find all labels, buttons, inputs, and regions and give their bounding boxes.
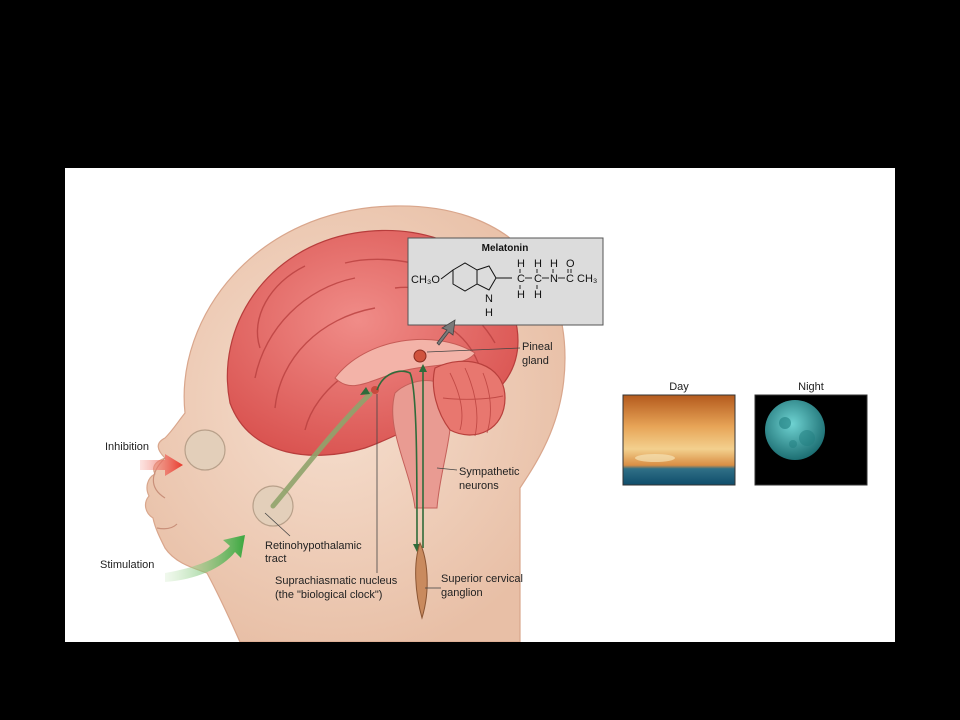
chain-n: N: [550, 273, 558, 285]
day-photo: Day: [622, 381, 736, 486]
methoxy-group: CH₃O: [411, 274, 440, 286]
neural-path-down: [376, 370, 418, 548]
label-scn-2: (the "biological clock"): [275, 589, 382, 601]
chain-h1-top: H: [517, 258, 525, 270]
brainstem: [392, 380, 452, 509]
retinohypothalamic-tract: [270, 391, 373, 509]
chain-methyl: CH₃: [577, 273, 597, 285]
eye-upper: [184, 429, 226, 471]
label-pineal-2: gland: [522, 355, 549, 367]
superior-cervical-ganglion: [415, 541, 428, 620]
stimulation-arrow: [165, 535, 245, 582]
leader-lines: [264, 347, 521, 589]
night-photo: Night: [754, 381, 868, 486]
chain-c2: C: [534, 273, 542, 285]
night-label: Night: [798, 381, 824, 393]
inhibition-arrow: [140, 454, 183, 476]
label-retino-1: Retinohypothalamic: [265, 540, 362, 552]
chain-h2-bottom: H: [534, 289, 542, 301]
day-label: Day: [669, 381, 689, 393]
cerebellum: [432, 360, 506, 436]
neural-arrow-up: [419, 364, 427, 372]
pineal-melatonin-illustration: Melatonin CH₃O N H H H H O C C N C CH₃ H…: [100, 205, 868, 642]
label-pineal-1: Pineal: [522, 341, 553, 353]
label-symp-1: Sympathetic: [459, 466, 520, 478]
melatonin-title: Melatonin: [482, 243, 529, 254]
chain-h3-top: H: [550, 258, 558, 270]
ring-nh-h: H: [485, 307, 493, 319]
label-scn-1: Suprachiasmatic nucleus: [275, 575, 398, 587]
chain-bonds: [519, 269, 572, 289]
chain-h2-top: H: [534, 258, 542, 270]
ring-n: N: [485, 293, 493, 305]
pineal-gland: [413, 349, 427, 363]
label-ganglion-1: Superior cervical: [441, 573, 523, 585]
diagram-panel: Melatonin CH₃O N H H H H O C C N C CH₃ H…: [65, 168, 895, 642]
chain-c3: C: [566, 273, 574, 285]
lips: [156, 523, 178, 530]
secretion-arrow: [436, 319, 456, 346]
chain-h1-bottom: H: [517, 289, 525, 301]
label-retino-2: tract: [265, 553, 286, 565]
chain-c1: C: [517, 273, 525, 285]
label-stimulation: Stimulation: [100, 559, 154, 571]
pyrrole-ring: [476, 265, 497, 291]
moon: [765, 400, 825, 460]
label-symp-2: neurons: [459, 480, 499, 492]
retino-tract-arrow: [360, 387, 370, 395]
label-ganglion-2: ganglion: [441, 587, 483, 599]
melatonin-structure-box: Melatonin CH₃O N H H H H O C C N C CH₃ H…: [407, 237, 604, 326]
chain-o: O: [566, 258, 575, 270]
label-inhibition: Inhibition: [105, 441, 149, 453]
cerebellum-folia: [442, 367, 504, 437]
